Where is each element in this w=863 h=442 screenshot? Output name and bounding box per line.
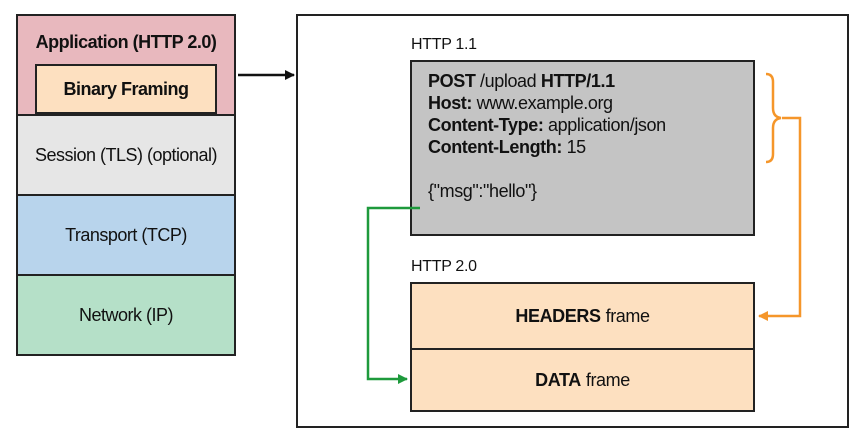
binary-framing-layer: Binary Framing xyxy=(35,64,217,114)
http2-label: HTTP 2.0 xyxy=(411,258,477,275)
network-layer-label: Network (IP) xyxy=(78,304,174,325)
network-layer: Network (IP) xyxy=(16,274,236,356)
host-header-key: Host: xyxy=(428,93,472,113)
headers-frame-strong: HEADERS xyxy=(515,305,601,326)
host-header-line: Host: www.example.org xyxy=(428,92,753,114)
request-method: POST xyxy=(428,71,476,91)
content-type-value: application/json xyxy=(543,115,666,135)
session-layer: Session (TLS) (optional) xyxy=(16,114,236,196)
headers-connector-arrow xyxy=(758,116,802,321)
request-line: POST /upload HTTP/1.1 xyxy=(428,70,753,92)
application-layer-label: Application (HTTP 2.0) xyxy=(35,32,217,52)
content-type-line: Content-Type: application/json xyxy=(428,114,753,136)
headers-curly-brace-icon xyxy=(765,72,782,164)
data-connector-arrow xyxy=(366,206,420,384)
http11-label: HTTP 1.1 xyxy=(411,36,477,53)
request-path: /upload xyxy=(475,71,541,91)
binary-framing-label: Binary Framing xyxy=(63,78,189,99)
session-layer-label: Session (TLS) (optional) xyxy=(34,144,218,165)
content-length-line: Content-Length: 15 xyxy=(428,136,753,158)
headers-frame-rest: frame xyxy=(605,305,650,326)
content-length-value: 15 xyxy=(561,137,587,157)
content-length-key: Content-Length: xyxy=(428,137,562,157)
http11-request-box: POST /upload HTTP/1.1 Host: www.example.… xyxy=(410,60,755,236)
data-frame-strong: DATA xyxy=(535,369,581,390)
content-type-key: Content-Type: xyxy=(428,115,544,135)
request-version: HTTP/1.1 xyxy=(540,71,615,91)
request-body: {"msg":"hello"} xyxy=(428,181,537,201)
data-frame-rest: frame xyxy=(585,369,630,390)
transport-layer-label: Transport (TCP) xyxy=(65,224,187,245)
host-header-value: www.example.org xyxy=(472,93,613,113)
